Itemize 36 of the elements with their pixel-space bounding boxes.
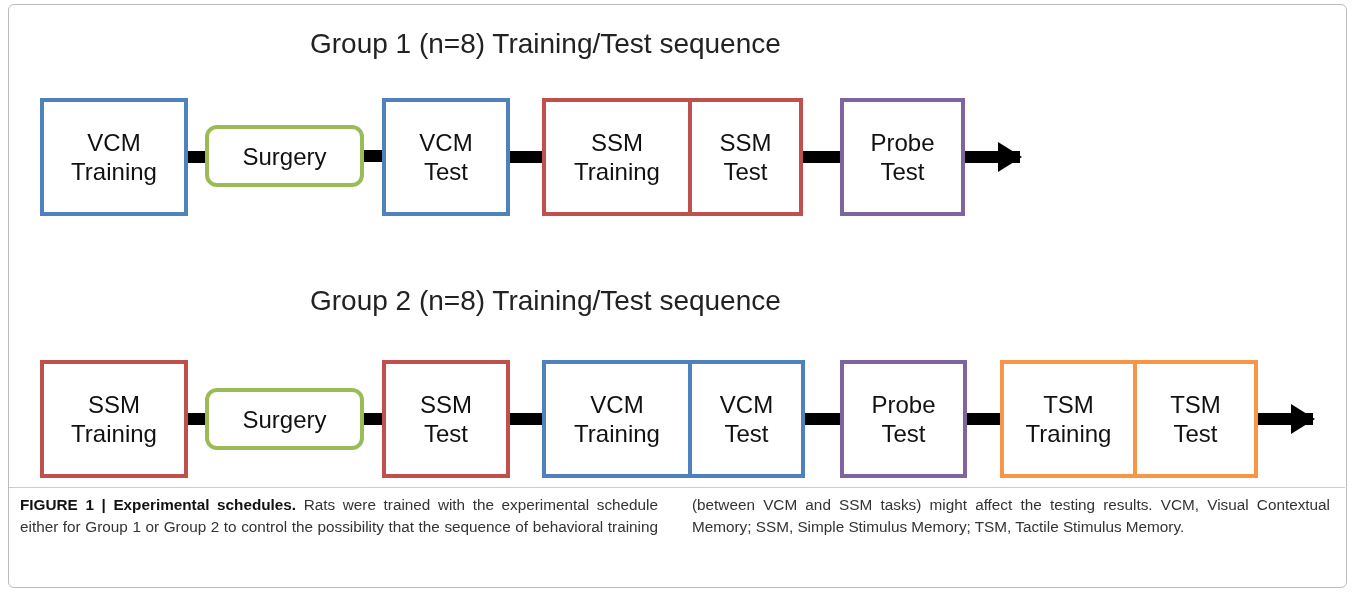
step-label: VCM Training: [574, 390, 660, 448]
step-label: VCM Test: [419, 128, 473, 186]
figure-caption: FIGURE 1 | Experimental schedules. Rats were trained with the experimental schedule either for Group 1 or Group 2 to control the possibility that the sequence of behavioral training (between VCM and SSM tasks) might affect the testing results. VCM, Visual Contextual Memory; SSM, Simple Stimulus Memory; TSM, Tactile Stimulus Memory.: [20, 495, 1330, 537]
step-label: TSM Test: [1170, 390, 1221, 448]
connector-bar: [510, 151, 542, 163]
group-heading: Group 2 (n=8) Training/Test sequence: [310, 285, 781, 317]
arrow: [965, 142, 1022, 172]
connector-bar: [803, 151, 840, 163]
connector-bar: [364, 150, 382, 162]
rounded-step-box: [205, 388, 364, 450]
step-label: SSM Test: [420, 390, 472, 448]
connector-bar: [510, 413, 542, 425]
step-label: Probe Test: [871, 390, 936, 448]
step-label: SSM Test: [719, 128, 772, 186]
step-box: [382, 98, 510, 216]
step-label: SSM Training: [71, 390, 157, 448]
connector-bar: [364, 413, 382, 425]
step-label: SSM Training: [574, 128, 660, 186]
step-box: [40, 360, 188, 478]
step-box: [40, 98, 188, 216]
step-box: [840, 98, 965, 216]
step-label: VCM Training: [71, 128, 157, 186]
connector-bar: [188, 151, 205, 163]
step-label: TSM Training: [1025, 390, 1112, 448]
connector-bar: [805, 413, 840, 425]
step-box: [840, 360, 967, 478]
step-label: VCM Test: [719, 390, 774, 448]
connector-bar: [967, 413, 1000, 425]
step-label: Surgery: [242, 141, 327, 171]
step-label: Surgery: [242, 404, 327, 434]
step-label: Probe Test: [870, 128, 935, 186]
arrow: [1258, 404, 1315, 434]
rounded-step-box: [205, 125, 364, 187]
step-box: [382, 360, 510, 478]
group-heading: Group 1 (n=8) Training/Test sequence: [310, 28, 781, 60]
connector-bar: [188, 413, 205, 425]
